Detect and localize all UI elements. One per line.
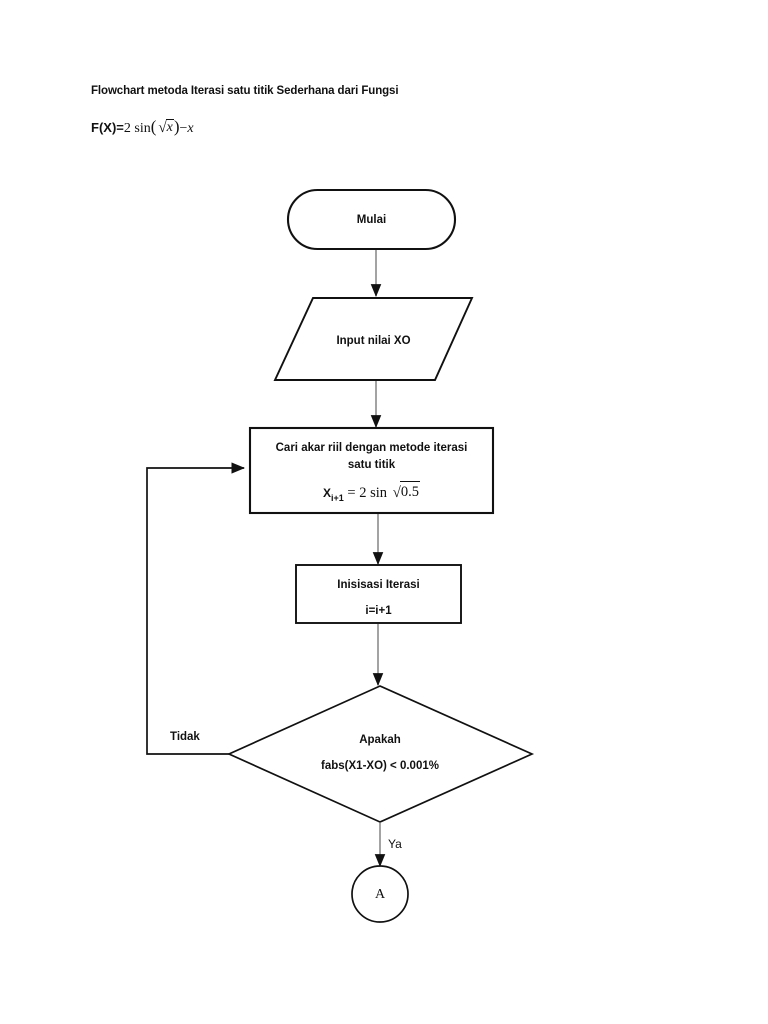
formula-coefficient: 2 xyxy=(123,121,131,136)
page-title: Flowchart metoda Iterasi satu titik Sede… xyxy=(91,85,399,97)
node-process-inisiasi-shape xyxy=(295,564,462,624)
node-connector-a-shape xyxy=(351,865,409,923)
edge-label-ya: Ya xyxy=(388,837,402,851)
formula-close-paren: ) xyxy=(173,117,180,136)
edge-label-tidak: Tidak xyxy=(170,731,200,743)
node-input-shape xyxy=(273,297,474,381)
formula-radicand: x xyxy=(165,119,174,135)
formula-operator: − xyxy=(179,121,188,136)
function-formula: F(X)=2 sin(√x)−x xyxy=(91,117,194,137)
formula-sqrt: √x xyxy=(156,119,174,137)
node-process-iterasi-shape xyxy=(248,426,495,515)
radical-icon: √ xyxy=(158,120,167,136)
formula-lhs: F(X)= xyxy=(91,120,124,135)
formula-variable: x xyxy=(187,121,194,136)
formula-function: sin xyxy=(134,121,151,136)
node-decision-shape xyxy=(226,685,535,823)
connector-loop-tidak xyxy=(146,462,246,755)
node-start-shape xyxy=(286,188,457,251)
formula-open-paren: ( xyxy=(150,117,157,136)
